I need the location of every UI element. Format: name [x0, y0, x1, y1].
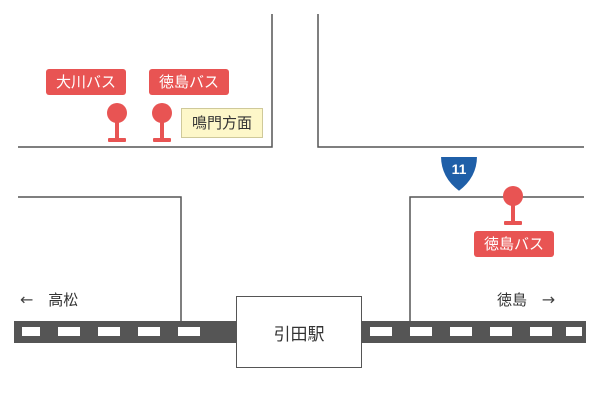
- naruto-direction-note: 鳴門方面: [181, 108, 264, 138]
- bus-stop-label-tokushima-east: 徳島バス: [474, 231, 555, 257]
- road-north-left-edge: [18, 14, 273, 148]
- road-south-right-edge: [409, 196, 584, 322]
- railway-track-west: [14, 321, 238, 343]
- direction-west: ← 高松: [20, 289, 78, 310]
- bus-stop-pin-okawa: [107, 103, 127, 142]
- direction-west-label: 高松: [48, 291, 79, 309]
- direction-east-label: 徳島: [497, 291, 528, 309]
- road-south-left-edge: [18, 196, 182, 322]
- station-box: 引田駅: [236, 296, 362, 368]
- bus-stop-label-okawa: 大川バス: [46, 69, 127, 95]
- road-north-right-edge: [317, 14, 584, 148]
- railway-ties: [22, 327, 582, 336]
- direction-east: 徳島 →: [497, 289, 555, 310]
- route-number-text: 11: [452, 161, 467, 177]
- bus-stop-pin-tokushima-north: [152, 103, 172, 142]
- railway: [14, 321, 586, 343]
- road-lines: [18, 14, 584, 322]
- bus-stop-pin-tokushima-east: [503, 186, 523, 225]
- arrow-right-icon: →: [541, 290, 556, 309]
- arrow-left-icon: ←: [20, 290, 34, 309]
- railway-track-east: [360, 321, 586, 343]
- route-11-shield: 11: [438, 155, 480, 194]
- bus-stop-label-tokushima-north: 徳島バス: [149, 69, 230, 95]
- station-name: 引田駅: [273, 324, 325, 345]
